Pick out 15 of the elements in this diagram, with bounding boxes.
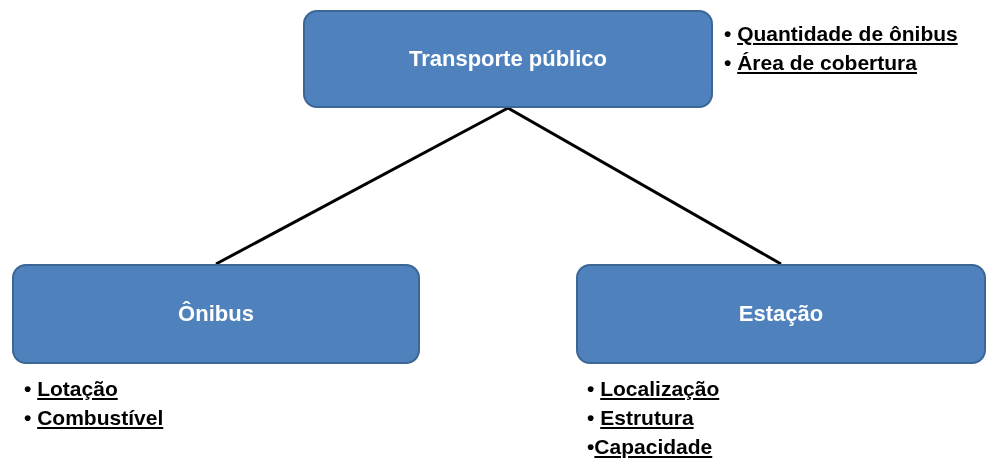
rounded-box [12,264,420,364]
node-label: Ônibus [178,301,254,327]
bullet-item: • Localização [587,376,720,402]
bullet-item: • Quantidade de ônibus [724,21,958,47]
bullet-item: •Capacidade [587,434,714,460]
bullet-item: • Estrutura [587,405,695,431]
bullet-item: • Área de cobertura [724,50,918,76]
rounded-box [576,264,986,364]
bullet-item: • Combustível [24,405,164,431]
connector-line [215,106,509,266]
connector-line [507,106,782,266]
bullet-item: • Lotação [24,376,119,402]
rounded-box [303,10,713,108]
node-label: Transporte público [409,46,607,72]
node-label: Estação [738,301,824,327]
